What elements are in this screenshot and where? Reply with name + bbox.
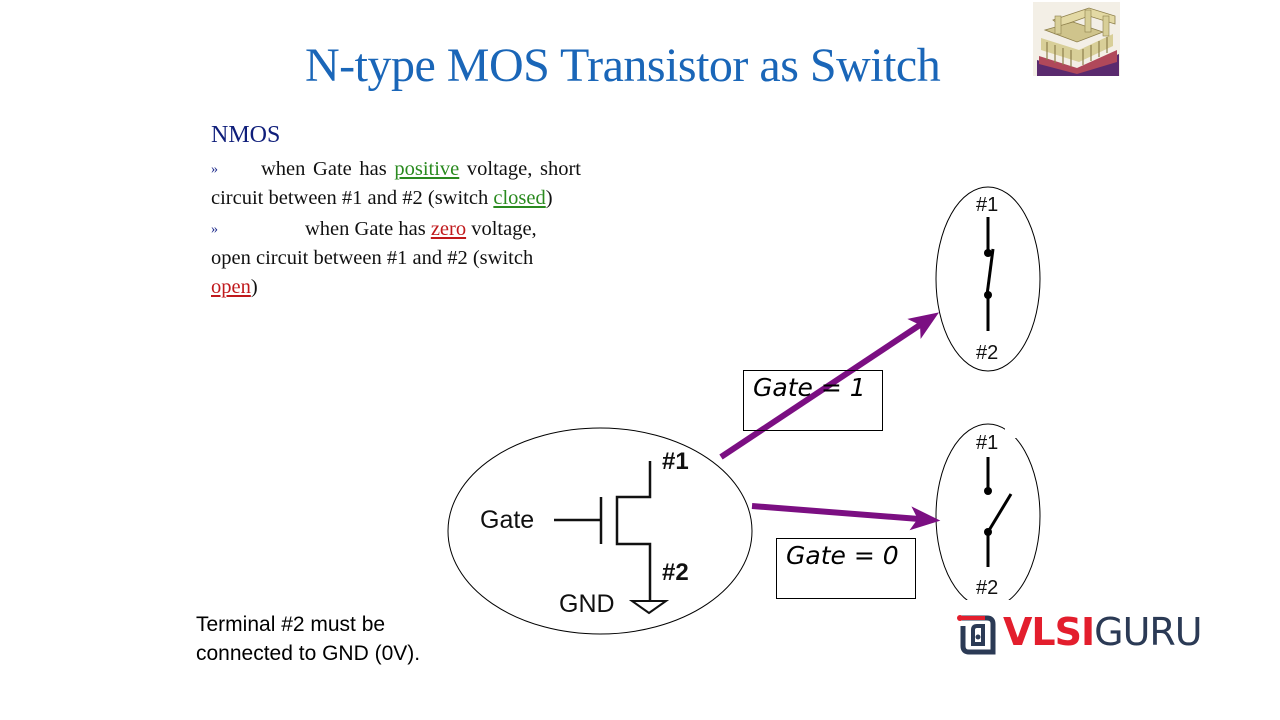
arrow-to-open-switch <box>751 503 941 531</box>
closed-switch-symbol <box>984 217 995 331</box>
highlight-positive: positive <box>394 158 460 180</box>
logo-guru: GURU <box>1094 610 1202 654</box>
nmos-heading: NMOS <box>211 122 281 148</box>
gate-label: Gate <box>480 506 534 534</box>
gate-1-label-box: Gate = 1 <box>743 370 883 431</box>
highlight-closed: closed <box>493 187 546 209</box>
nmos-description: NMOS » when Gate has positive voltage, sh… <box>211 122 581 304</box>
terminal1-label: #1 <box>662 448 689 475</box>
vlsiguru-logo-icon <box>957 615 996 655</box>
vlsiguru-logo-text: VLSIGURU <box>1003 610 1203 654</box>
ground-note-line1: Terminal #2 must be <box>196 613 386 636</box>
bullet-text: when Gate has <box>305 218 431 240</box>
bullet-glyph: » <box>211 222 218 237</box>
slide-title: N-type MOS Transistor as Switch <box>305 38 941 93</box>
vlsiguru-logo: VLSIGURU <box>955 608 1245 658</box>
arrow-to-closed-switch <box>719 312 939 460</box>
bullet-text: ) <box>250 276 258 298</box>
closed-switch-terminal1: #1 <box>976 194 998 216</box>
ground-note-line2: connected to GND (0V). <box>196 642 421 665</box>
bullet-text: ) <box>545 187 553 209</box>
ground-note: Terminal #2 must be connected to GND (0V… <box>196 610 420 668</box>
slide-title-text: N-type MOS Transistor as Switch <box>305 39 941 92</box>
highlight-zero: zero <box>430 218 467 240</box>
bullet-positive-voltage: » when Gate has positive voltage, short c… <box>211 155 581 213</box>
highlight-open: open <box>211 276 251 298</box>
logo-vlsi: VLSI <box>1003 610 1095 654</box>
bullet-text: voltage, short circuit between #1 and #2… <box>211 158 581 209</box>
open-switch-symbol <box>984 457 1013 567</box>
gnd-label: GND <box>559 590 615 618</box>
closed-switch-terminal2: #2 <box>976 342 998 364</box>
open-switch-terminal1: #1 <box>976 432 998 454</box>
nmos-transistor-symbol <box>554 461 670 615</box>
chip-3d-image <box>1033 2 1120 76</box>
bullet-text: when Gate has <box>261 158 395 180</box>
bullet-glyph: » <box>211 162 218 177</box>
bullet-zero-voltage: » when Gate has zero voltage, open circui… <box>211 215 581 302</box>
terminal2-label: #2 <box>662 559 689 586</box>
gate-0-label-box: Gate = 0 <box>776 538 916 599</box>
open-switch-terminal2: #2 <box>976 577 998 599</box>
bullet-text: voltage, open circuit between #1 and #2 … <box>211 218 537 269</box>
